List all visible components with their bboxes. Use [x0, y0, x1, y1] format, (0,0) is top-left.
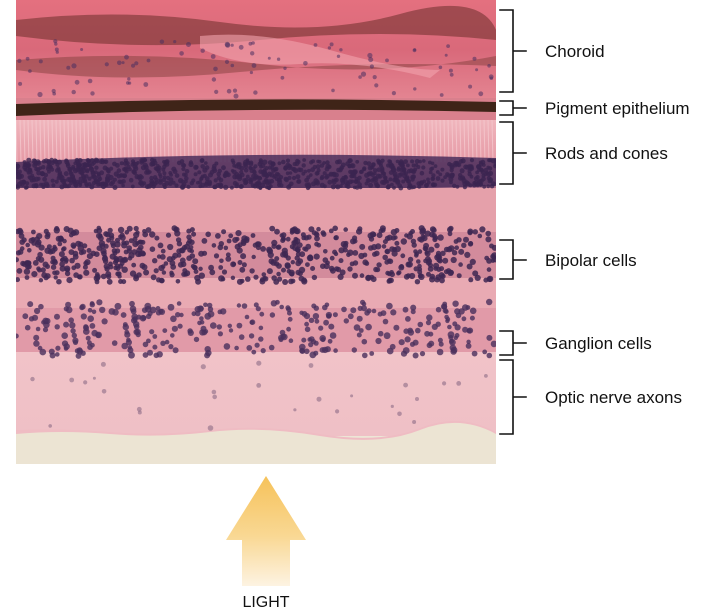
bracket-pigment-epithelium	[499, 100, 527, 116]
bracket-ganglion-cells	[499, 330, 527, 356]
label-ganglion-cells: Ganglion cells	[545, 334, 652, 353]
label-pigment-epithelium: Pigment epithelium	[545, 99, 690, 118]
bracket-bipolar-cells	[499, 239, 527, 280]
retina-micrograph	[16, 0, 496, 464]
light-arrow-icon	[226, 476, 306, 586]
label-optic-nerve-axons: Optic nerve axons	[545, 388, 682, 407]
bracket-optic-nerve-axons	[499, 359, 527, 435]
label-rods-and-cones: Rods and cones	[545, 144, 668, 163]
light-label: LIGHT	[242, 594, 289, 611]
label-bipolar-cells: Bipolar cells	[545, 251, 637, 270]
bracket-choroid	[499, 9, 527, 93]
optic-nerve-axons-region	[16, 352, 496, 436]
bracket-rods-and-cones	[499, 121, 527, 185]
label-choroid: Choroid	[545, 42, 605, 61]
